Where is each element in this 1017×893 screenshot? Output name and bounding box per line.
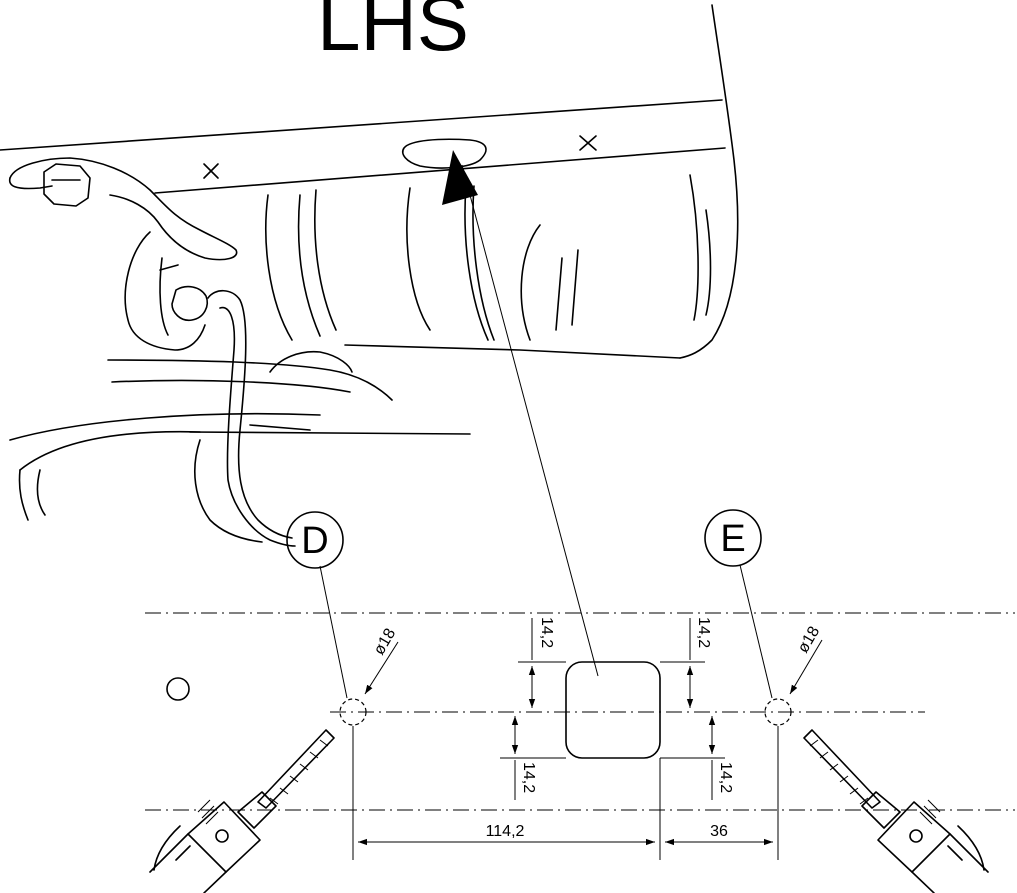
offset-top-left: 14,2 — [538, 617, 555, 648]
diagram-title: LHS — [317, 0, 469, 67]
horizontal-dimensions — [352, 726, 779, 860]
span-right: 36 — [710, 823, 728, 840]
leader-line — [461, 164, 599, 677]
hole-d-diameter-leader — [364, 641, 399, 695]
hole-d — [339, 698, 367, 726]
hole-e-label: E — [720, 518, 745, 560]
drill-left-icon — [149, 729, 335, 893]
offset-bottom-left: 14,2 — [520, 762, 537, 793]
centre-lines — [145, 612, 1015, 811]
hole-d-leader — [319, 565, 348, 699]
hole-e-diameter: ø18 — [795, 624, 824, 656]
rectangular-cutout — [565, 661, 661, 759]
hole-e-leader — [739, 564, 773, 699]
drill-right-icon — [803, 729, 989, 893]
hole-d-diameter: ø18 — [371, 626, 400, 658]
vehicle-underbody-illustration — [0, 4, 739, 547]
span-left: 114,2 — [486, 823, 525, 840]
hole-d-label: D — [301, 520, 328, 562]
hole-e-callout — [704, 509, 762, 567]
offset-top-right: 14,2 — [695, 617, 712, 648]
vertical-dimensions — [500, 618, 725, 800]
hole-e — [764, 698, 792, 726]
hole-d-callout — [286, 511, 344, 569]
offset-bottom-right: 14,2 — [717, 762, 734, 793]
reference-hole — [166, 677, 190, 701]
hole-e-diameter-leader — [789, 639, 823, 695]
pointer-arrow — [442, 150, 478, 205]
